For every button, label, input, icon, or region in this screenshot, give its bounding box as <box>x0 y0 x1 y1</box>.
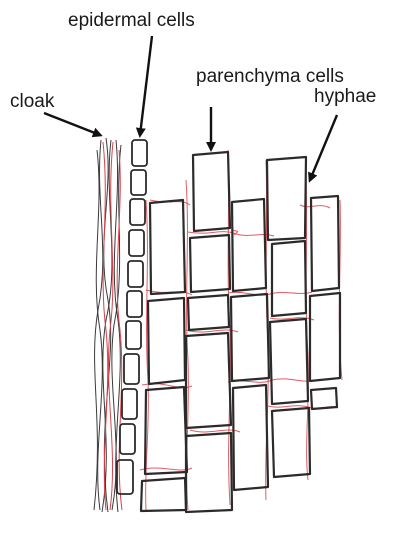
label-hyphae: hyphae <box>314 86 376 107</box>
parenchyma-cell <box>190 235 230 292</box>
parenchyma-cell <box>193 152 230 231</box>
parenchyma-cell <box>272 408 310 477</box>
parenchyma-cell <box>267 157 306 240</box>
parenchyma-cells <box>141 152 340 512</box>
parenchyma-cell <box>148 298 185 384</box>
arrow-hyphae <box>310 115 337 180</box>
parenchyma-cell <box>145 387 187 474</box>
parenchyma-cell <box>186 433 232 512</box>
parenchyma-cell <box>311 196 339 291</box>
parenchyma-cell <box>232 199 266 291</box>
label-epidermal-cells: epidermal cells <box>68 10 195 31</box>
parenchyma-cell <box>270 319 308 404</box>
parenchyma-cell <box>141 478 186 511</box>
label-cloak: cloak <box>10 91 55 112</box>
arrow-epidermal-cells <box>140 36 152 135</box>
epidermal-cell <box>129 230 144 256</box>
epidermal-cell <box>122 389 137 419</box>
parenchyma-cell <box>231 294 269 381</box>
epidermal-cells <box>117 140 147 494</box>
parenchyma-cell <box>188 295 229 330</box>
parenchyma-cell <box>186 333 231 428</box>
label-parenchyma-cells: parenchyma cells <box>196 66 344 87</box>
epidermal-cell <box>120 424 135 454</box>
epidermal-cell <box>132 140 147 166</box>
epidermal-cell <box>128 261 143 287</box>
epidermal-cell <box>131 170 146 195</box>
cloak-hyphal-mantle <box>94 138 122 512</box>
epidermal-cell <box>127 291 142 317</box>
parenchyma-cell <box>272 241 306 316</box>
arrow-cloak <box>44 113 100 135</box>
parenchyma-cell <box>150 200 185 294</box>
parenchyma-cell <box>310 293 340 381</box>
epidermal-cell <box>124 354 139 384</box>
epidermal-cell <box>130 199 145 225</box>
epidermal-cell <box>126 321 141 349</box>
parenchyma-cell <box>233 385 268 490</box>
parenchyma-cell <box>311 388 337 409</box>
